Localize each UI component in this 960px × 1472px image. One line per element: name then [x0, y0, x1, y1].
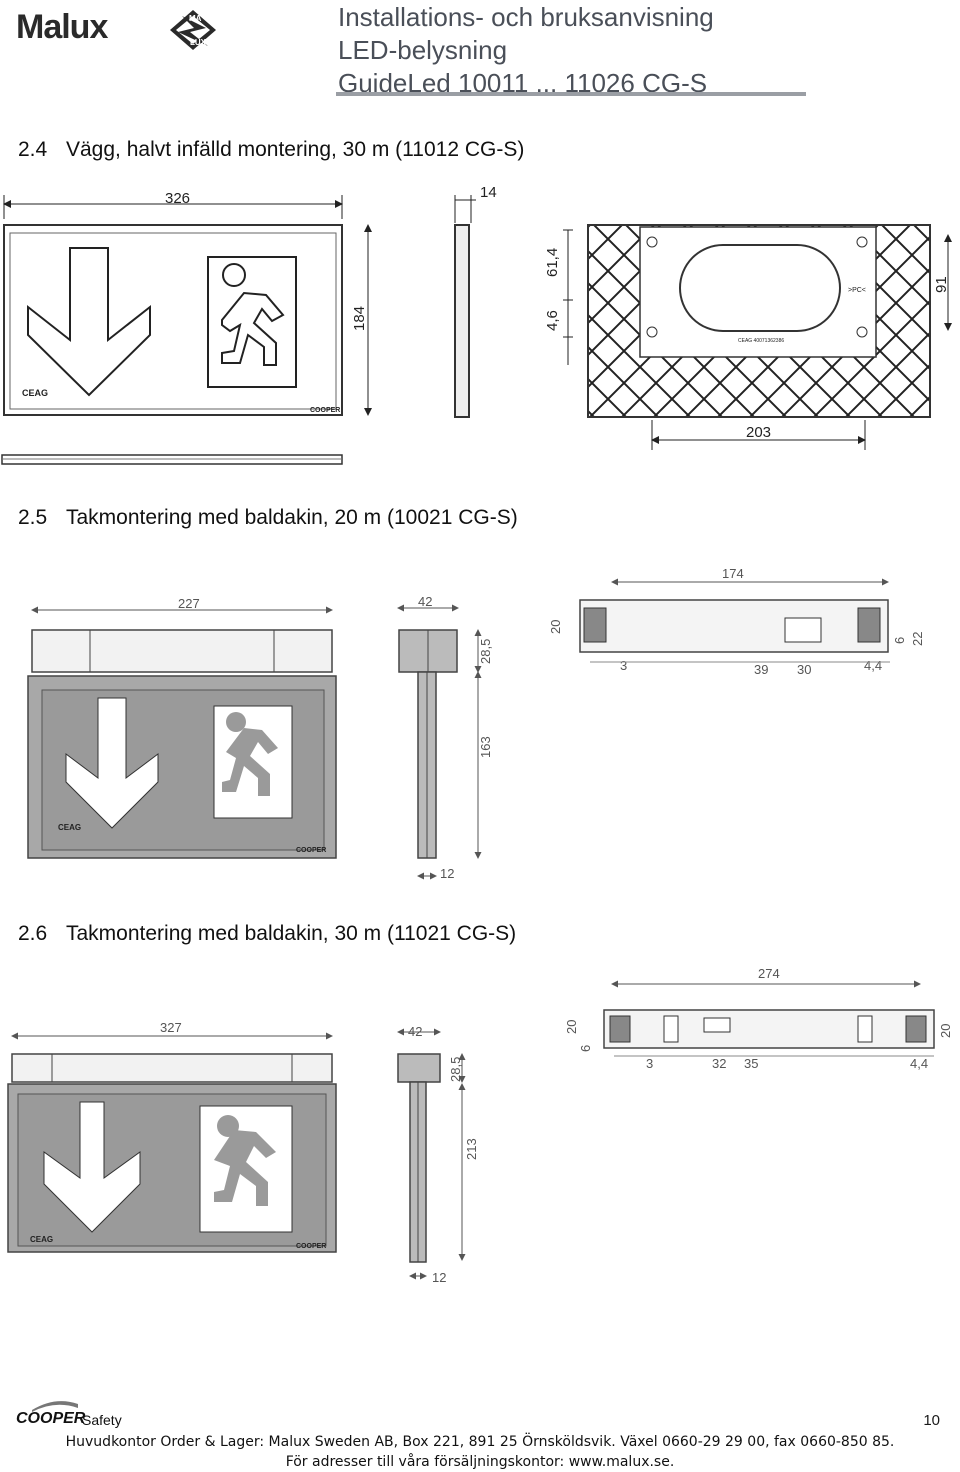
dim-canopy-width: 42	[418, 594, 432, 609]
section-number: 2.4	[18, 138, 48, 161]
cooper-label: COOPER	[296, 1243, 326, 1250]
doc-title-line2: LED-belysning	[338, 35, 508, 65]
dim-4-4: 4,4	[864, 658, 882, 673]
dim-22: 22	[910, 632, 925, 646]
dim-left: 3	[620, 658, 627, 673]
section-number: 2.6	[18, 922, 48, 945]
ceag-label: CEAG	[30, 1235, 53, 1244]
drawing-2-6: 327 CEAG COOPER 42 28,5 213 12 274 20 6 …	[7, 966, 953, 1285]
serial-label: CEAG 40071362386	[738, 338, 784, 344]
dim-box-width: 203	[746, 424, 771, 441]
dim-box-height: 91	[933, 276, 950, 293]
arrow-down-icon	[27, 247, 151, 397]
ceag-label: CEAG	[58, 823, 81, 832]
dim-base-height-right: 20	[938, 1024, 953, 1038]
malux-logo: Malux MA LUX	[16, 8, 216, 52]
section-title: Vägg, halvt infälld montering, 30 m (110…	[66, 138, 525, 161]
dim-width: 327	[160, 1020, 182, 1035]
section-number: 2.5	[18, 506, 48, 529]
dim-base-length: 274	[758, 966, 780, 981]
cooper-label: COOPER	[310, 407, 340, 414]
drawing-2-5: 227 CEAG COOPER 42 28,5 163 12 174 20 3 …	[27, 566, 925, 881]
running-man-head	[222, 263, 246, 287]
dim-base-height: 20	[548, 620, 563, 634]
dim-offset-small: 4,6	[544, 310, 561, 331]
dim-canopy-height: 28,5	[478, 639, 493, 664]
dim-canopy-height: 28,5	[448, 1057, 463, 1082]
drawing-2-4: 326 CEAG COOPER 184 14 61,4 4,6 >PC< CEA…	[1, 184, 952, 465]
section-2-4-heading: 2.4 Vägg, halvt infälld montering, 30 m (…	[18, 138, 524, 162]
dim-base-length: 174	[722, 566, 744, 581]
dim-canopy-width: 42	[408, 1024, 422, 1039]
cable-opening	[679, 244, 841, 332]
section-2-5-heading: 2.5 Takmontering med baldakin, 20 m (1002…	[18, 506, 518, 530]
footer-address: Huvudkontor Order & Lager: Malux Sweden …	[65, 1434, 895, 1450]
dim-6: 6	[578, 1045, 593, 1052]
dim-32: 32	[712, 1056, 726, 1071]
doc-title-line1: Installations- och bruksanvisning	[338, 2, 714, 32]
canopy-top	[11, 1053, 333, 1083]
section-title: Takmontering med baldakin, 30 m (11021 C…	[66, 922, 517, 945]
dim-depth: 14	[480, 184, 497, 201]
page-number: 10	[923, 1412, 940, 1429]
cooper-suffix: Safety	[82, 1412, 122, 1428]
cooper-swoosh-icon	[32, 1401, 78, 1412]
ceag-label: CEAG	[22, 388, 48, 398]
dim-30: 30	[797, 662, 811, 677]
section-2-6-heading: 2.6 Takmontering med baldakin, 30 m (1102…	[18, 922, 516, 946]
pc-label: >PC<	[848, 287, 866, 294]
sign-side	[454, 224, 470, 418]
arrow-down-icon	[65, 697, 159, 829]
running-man-icon	[207, 256, 297, 388]
dim-tube-height: 213	[464, 1138, 479, 1160]
dim-tube-width: 12	[432, 1270, 446, 1285]
dim-tube-height: 163	[478, 736, 493, 758]
arrow-down-icon	[43, 1101, 141, 1233]
badge-bottom-text: LUX	[190, 38, 207, 47]
canopy-top	[31, 629, 333, 673]
canopy-side	[397, 1053, 441, 1083]
header-rule	[336, 92, 806, 96]
dim-width: 326	[165, 190, 190, 207]
badge-top-text: MA	[189, 14, 202, 23]
base-plate	[603, 1009, 935, 1049]
footer-sales-offices: För adresser till våra försäljningskonto…	[285, 1454, 675, 1470]
dim-39: 39	[754, 662, 768, 677]
dim-left: 3	[646, 1056, 653, 1071]
dim-tube-width: 12	[440, 866, 454, 881]
dim-width: 227	[178, 596, 200, 611]
cooper-label: COOPER	[296, 847, 326, 854]
base-plate	[579, 599, 889, 653]
dim-height: 184	[351, 306, 368, 331]
section-title: Takmontering med baldakin, 20 m (10021 C…	[66, 506, 518, 529]
dim-base-height-left: 20	[564, 1020, 579, 1034]
dim-offset-top: 61,4	[544, 248, 561, 277]
malux-badge-icon: MA LUX	[170, 10, 216, 50]
dim-6: 6	[892, 637, 907, 644]
dim-4-4: 4,4	[910, 1056, 928, 1071]
cooper-brand: COOPER	[16, 1410, 86, 1427]
brand-name: Malux	[16, 8, 108, 46]
dim-35: 35	[744, 1056, 758, 1071]
